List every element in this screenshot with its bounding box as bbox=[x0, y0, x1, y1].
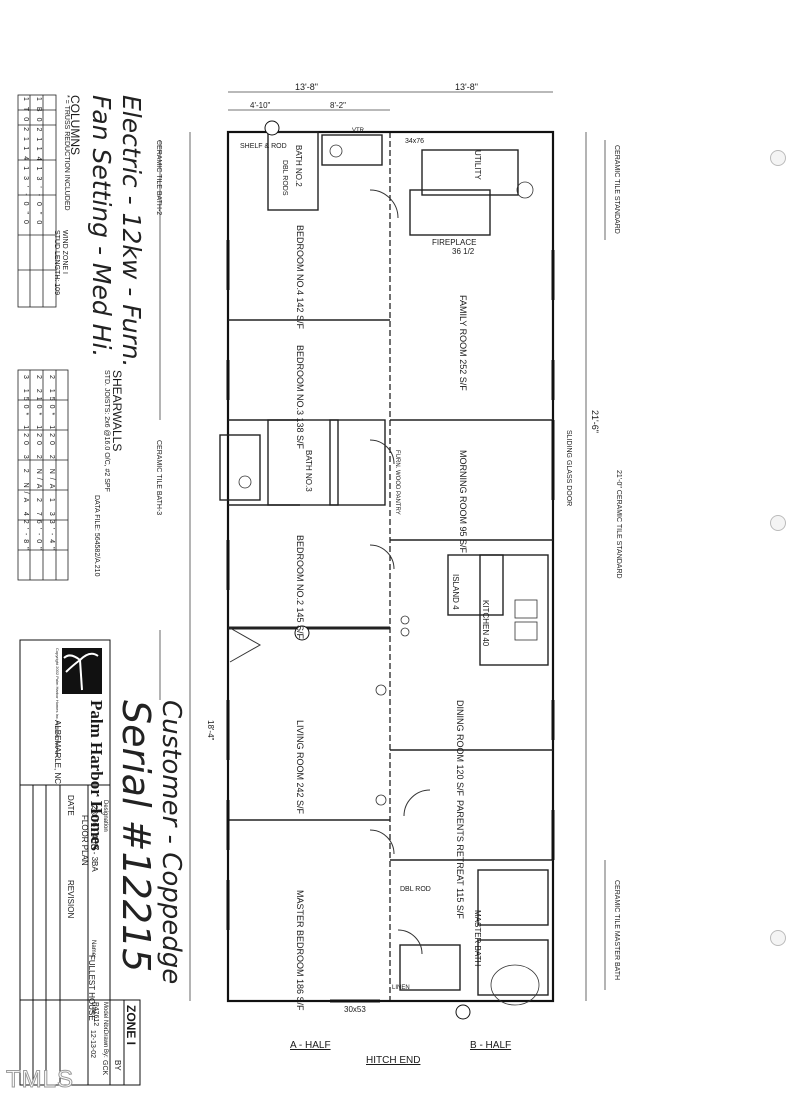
sliding-door-label: SLIDING GLASS DOOR bbox=[565, 430, 572, 507]
columns-table-grid bbox=[17, 94, 57, 308]
room-label-bedroom3: BEDROOM NO.3 138 S/F bbox=[295, 345, 305, 450]
by-label: BY bbox=[113, 1060, 122, 1071]
shearwall-row: 2 150* 120 2 N/A 1 33'-4" bbox=[48, 375, 55, 554]
ceramic-standard-label-2: 21'-0" CERAMIC TILE STANDARD bbox=[615, 470, 622, 579]
fireplace-dim-label: 36 1/2 bbox=[452, 247, 475, 256]
room-label-morning: MORNING ROOM 95 S/F bbox=[458, 450, 468, 554]
room-label-family: FAMILY ROOM 252 S/F bbox=[458, 295, 468, 391]
room-label-island: ISLAND 4 bbox=[451, 574, 460, 610]
designation-label: Designation bbox=[102, 800, 108, 832]
dimension-lines bbox=[159, 91, 606, 1001]
drawn-by-label: Drawn By: bbox=[102, 1030, 108, 1058]
room-label-kitchen: KITCHEN 40 bbox=[481, 600, 490, 647]
door-34x76-label: 34x76 bbox=[405, 138, 425, 145]
room-label-bedroom4: BEDROOM NO.4 142 S/F bbox=[295, 225, 305, 330]
door-swings bbox=[229, 189, 431, 955]
room-label-bath2: BATH NO.2 bbox=[294, 145, 303, 187]
palm-tree-logo bbox=[62, 648, 102, 694]
wind-zone: WIND ZONE I bbox=[61, 230, 68, 274]
overall-dim: 30x53 bbox=[344, 1005, 366, 1014]
drawn-by: GCK bbox=[101, 1060, 108, 1076]
room-label-parents: PARENTS RETREAT 115 S/F bbox=[455, 800, 465, 919]
room-label-living: LIVING ROOM 242 S/F bbox=[295, 720, 305, 815]
handwritten-fan-note: Fan Setting - Med Hi. bbox=[87, 95, 116, 358]
revision-label: REVISION bbox=[66, 880, 75, 919]
columns-title: COLUMNS bbox=[68, 95, 82, 156]
shearwalls-note: STD. JOISTS: 2x6 @16.0 O/C, #2 SPF bbox=[103, 370, 110, 492]
dbl-rods-label: DBL RODS bbox=[281, 160, 288, 196]
linen-label: LINEN bbox=[392, 985, 410, 991]
binder-hole bbox=[770, 515, 786, 531]
overall-dim: 18'-4" bbox=[206, 720, 215, 741]
copyright: Copyright 2002 Palm Harbor Homes Inc. Al… bbox=[55, 648, 60, 757]
columns-row: 1T0211413'-0"0 bbox=[22, 97, 29, 230]
overall-dim: 13'-8" bbox=[455, 82, 478, 92]
handwritten-customer: Customer - Coppedge bbox=[156, 700, 186, 985]
shearwall-row: 2 210* 120 2 N/A 2 76'-0" bbox=[35, 375, 42, 554]
room-label-dining: DINING ROOM 120 S/F bbox=[455, 700, 465, 797]
overall-dim: 21'-6" bbox=[590, 410, 600, 433]
handwritten-heating-note: Electric - 12kw - Furn. bbox=[117, 95, 146, 368]
sheet-type: FLOOR PLAN bbox=[80, 815, 89, 866]
overall-dim: 4'-10" bbox=[250, 101, 271, 110]
binder-hole bbox=[770, 930, 786, 946]
a-half-label: A - HALF bbox=[290, 1040, 331, 1051]
room-label-utility: UTILITY bbox=[473, 150, 482, 180]
date-label: Date: bbox=[90, 1002, 96, 1017]
shearwall-row: 3 150* 120 3 2 N/A 42'-8" bbox=[22, 375, 29, 554]
model-label: Model Nbr. bbox=[102, 1002, 108, 1032]
zone-label: ZONE I bbox=[124, 1005, 138, 1046]
shearwalls-table-grid bbox=[17, 369, 69, 581]
ceramic-master-label: CERAMIC TILE MASTER BATH bbox=[613, 880, 620, 981]
room-label-fireplace: FIREPLACE bbox=[432, 238, 477, 247]
room-label-master-bedroom: MASTER BEDROOM 186 S/F bbox=[295, 890, 305, 1011]
columns-note: * = TRUSS REDUCTION INCLUDED bbox=[63, 95, 70, 211]
shelf-rod-label: SHELF & ROD bbox=[240, 143, 287, 150]
data-file: DATA FILE: 564582/A.210 bbox=[93, 495, 100, 577]
section-markers bbox=[264, 120, 471, 1020]
shearwalls-title: SHEARWALLS bbox=[110, 370, 124, 452]
interior-walls bbox=[219, 131, 553, 996]
watermark: TMLS bbox=[5, 1066, 75, 1094]
overall-dim: 8'-2" bbox=[330, 101, 346, 110]
title-block-frame bbox=[19, 639, 141, 1086]
ceramic-bath3-label: CERAMIC TILE BATH-3 bbox=[155, 440, 162, 516]
ceramic-standard-label: CERAMIC TILE STANDARD bbox=[613, 145, 620, 234]
room-label-bedroom2: BEDROOM NO.2 145 S/F bbox=[295, 535, 305, 640]
windows bbox=[226, 240, 555, 1003]
binder-hole bbox=[770, 150, 786, 166]
plan-date: 12-13-02 bbox=[89, 1030, 96, 1059]
columns-row: 1B0211413'-0"0 bbox=[35, 97, 42, 231]
overall-dim: 13'-8" bbox=[295, 82, 318, 92]
room-label-master-bath: MASTER BATH bbox=[473, 910, 482, 967]
kitchen-fixtures bbox=[238, 144, 540, 1006]
handwritten-serial: Serial #12215 bbox=[114, 700, 158, 973]
b-half-label: B - HALF bbox=[470, 1040, 512, 1051]
pantry-label: FURN. WOOD PANTRY bbox=[394, 450, 400, 515]
designation: 28x76 - 4BR - 3BA bbox=[90, 805, 99, 872]
room-label-bath3: BATH NO.3 bbox=[304, 450, 313, 492]
ceramic-bath2-label: CERAMIC TILE BATH-2 bbox=[155, 140, 162, 216]
dbl-rod-label: DBL ROD bbox=[400, 886, 431, 893]
stud-length: STUD LENGTH: 109 bbox=[53, 230, 60, 295]
vtr-label: VTR bbox=[352, 128, 364, 134]
hitch-end-label: HITCH END bbox=[366, 1055, 421, 1066]
date-col-label: DATE bbox=[66, 795, 75, 816]
